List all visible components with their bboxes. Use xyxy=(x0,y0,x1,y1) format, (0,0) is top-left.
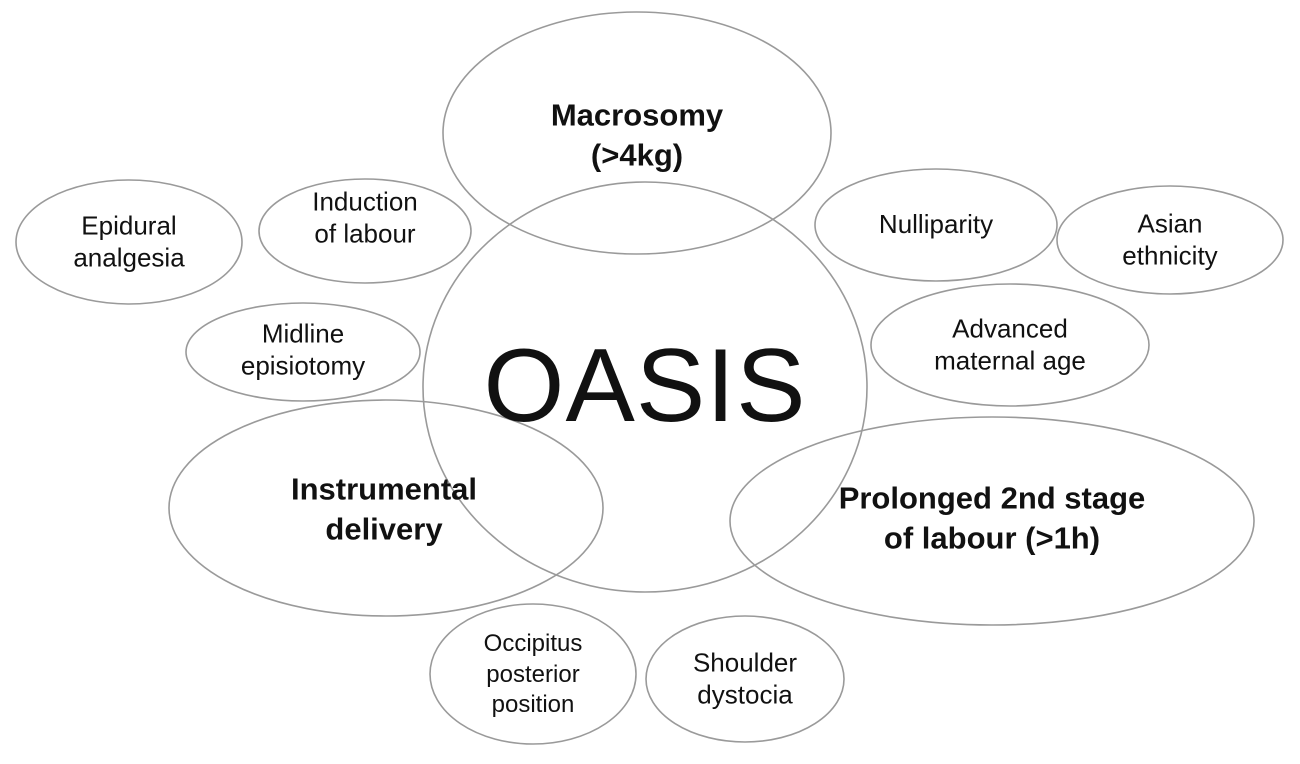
macrosomy-line-2: (>4kg) xyxy=(590,138,684,173)
occipitus-posterior-position-line-3: position xyxy=(491,691,575,719)
center-bubble xyxy=(422,181,868,593)
asian-ethnicity-line-1: Asian xyxy=(1137,208,1203,239)
induction-of-labour-line-1: Induction xyxy=(312,186,418,217)
nulliparity-label: Nulliparity xyxy=(879,209,993,241)
epidural-analgesia-label: Epidural analgesia xyxy=(73,210,184,273)
midline-episiotomy-label: Midline episiotomy xyxy=(241,318,365,381)
shoulder-dystocia-line-2: dystocia xyxy=(697,679,793,709)
macrosomy-label: Macrosomy (>4kg) xyxy=(551,96,723,177)
occipitus-posterior-position-line-1: Occipitus xyxy=(483,629,583,657)
midline-episiotomy-bubble xyxy=(185,302,421,402)
macrosomy-bubble xyxy=(442,11,832,255)
occipitus-posterior-position-line-2: posterior xyxy=(486,660,580,688)
center-label: OASIS xyxy=(484,334,807,438)
shoulder-dystocia-bubble xyxy=(645,615,845,743)
epidural-analgesia-line-1: Epidural xyxy=(81,210,177,241)
induction-of-labour-label: Induction of labour xyxy=(312,186,418,249)
instrumental-delivery-label: Instrumental delivery xyxy=(291,470,477,551)
asian-ethnicity-bubble xyxy=(1056,185,1284,295)
prolonged-second-stage-line-1: Prolonged 2nd stage xyxy=(838,480,1146,516)
instrumental-delivery-bubble xyxy=(168,399,604,617)
shoulder-dystocia-label: Shoulder dystocia xyxy=(693,647,797,710)
instrumental-delivery-line-1: Instrumental xyxy=(290,471,478,507)
prolonged-second-stage-bubble xyxy=(729,416,1255,626)
epidural-analgesia-line-2: analgesia xyxy=(73,242,185,272)
advanced-maternal-age-line-2: maternal age xyxy=(934,345,1086,375)
advanced-maternal-age-bubble xyxy=(870,283,1150,407)
asian-ethnicity-line-2: ethnicity xyxy=(1122,240,1218,270)
occipitus-posterior-position-label: Occipitus posterior position xyxy=(484,629,583,721)
instrumental-delivery-line-2: delivery xyxy=(325,512,443,547)
epidural-analgesia-bubble xyxy=(15,179,243,305)
occipitus-posterior-position-bubble xyxy=(429,603,637,745)
induction-of-labour-bubble xyxy=(258,178,472,284)
shoulder-dystocia-line-1: Shoulder xyxy=(692,647,798,678)
nulliparity-line-1: Nulliparity xyxy=(878,209,994,240)
macrosomy-line-1: Macrosomy xyxy=(550,97,724,133)
midline-episiotomy-line-2: episiotomy xyxy=(240,350,366,380)
midline-episiotomy-line-1: Midline xyxy=(261,318,345,349)
nulliparity-bubble xyxy=(814,168,1058,282)
prolonged-second-stage-label: Prolonged 2nd stage of labour (>1h) xyxy=(839,479,1146,560)
center-label-text: OASIS xyxy=(483,328,807,444)
advanced-maternal-age-label: Advanced maternal age xyxy=(934,313,1086,376)
asian-ethnicity-label: Asian ethnicity xyxy=(1122,208,1217,271)
advanced-maternal-age-line-1: Advanced xyxy=(952,313,1068,344)
prolonged-second-stage-line-2: of labour (>1h) xyxy=(883,521,1101,556)
induction-of-labour-line-2: of labour xyxy=(314,218,416,248)
